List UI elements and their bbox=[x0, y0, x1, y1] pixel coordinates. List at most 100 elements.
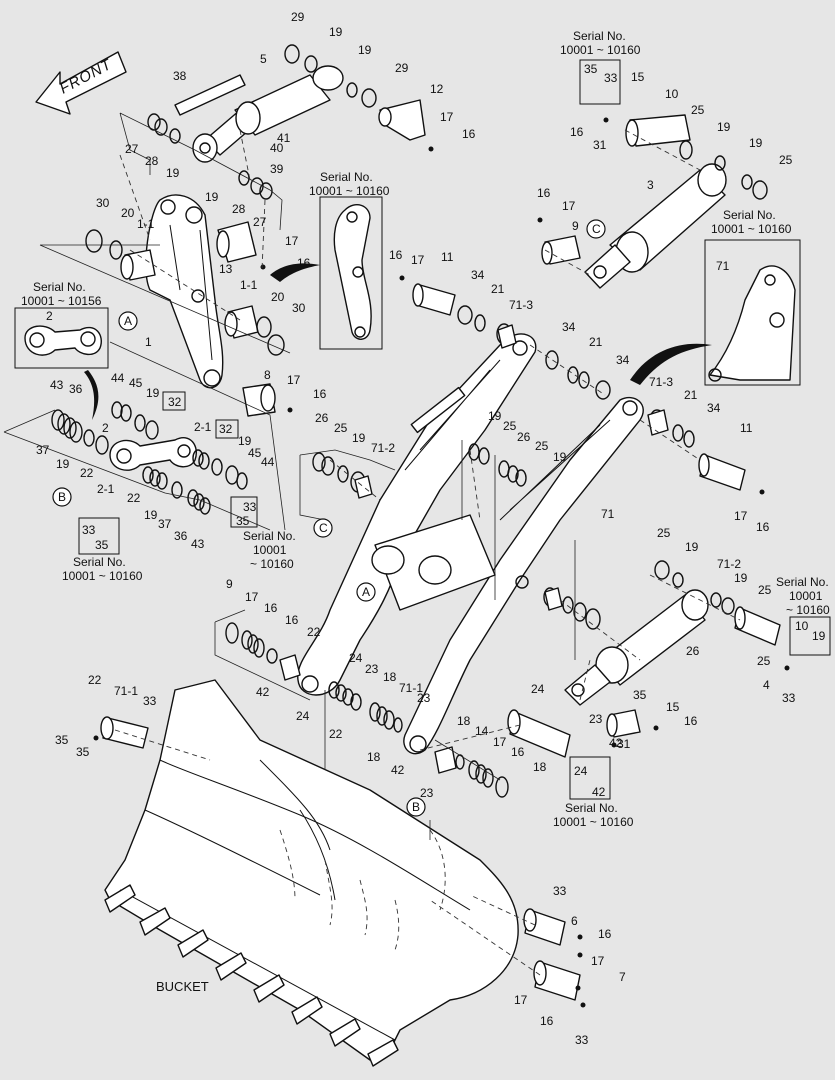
part-number-label: 26 bbox=[686, 644, 700, 658]
pin-9-top-part bbox=[541, 235, 581, 265]
bucket-label: BUCKET bbox=[156, 979, 209, 994]
part-number-label: 22 bbox=[88, 673, 102, 687]
part-number-label: 15 bbox=[631, 70, 645, 84]
bushing-lower-part bbox=[224, 305, 259, 339]
svg-text:A: A bbox=[124, 314, 132, 328]
part-number-label: 19 bbox=[685, 540, 699, 554]
part-number-label: 34 bbox=[471, 268, 485, 282]
part-number-label: 16 bbox=[511, 745, 525, 759]
part-number-label: 23 bbox=[365, 662, 379, 676]
part-number-label: 16 bbox=[285, 613, 299, 627]
lift-arm-part bbox=[297, 333, 644, 755]
part-number-label: 25 bbox=[757, 654, 771, 668]
part-number-label: 11 bbox=[740, 421, 753, 435]
part-number-label: 2 bbox=[102, 421, 109, 435]
part-number-label: 34 bbox=[707, 401, 721, 415]
part-number-label: 19 bbox=[488, 409, 502, 423]
bucket-teeth-part bbox=[104, 884, 399, 1067]
part-number-label: 33 bbox=[143, 694, 157, 708]
part-number-label: 30 bbox=[292, 301, 306, 315]
pin-12-part bbox=[378, 99, 426, 141]
part-number-label: 25 bbox=[691, 103, 705, 117]
part-number-label: 25 bbox=[758, 583, 772, 597]
part-number-label: 45 bbox=[248, 446, 262, 460]
part-number-label: 16 bbox=[684, 714, 698, 728]
part-number-label: 24 bbox=[296, 709, 310, 723]
part-number-label: 16 bbox=[297, 256, 311, 270]
part-number-label: 25 bbox=[334, 421, 348, 435]
part-number-label: 5 bbox=[260, 52, 267, 66]
link-detail-arc bbox=[84, 370, 99, 420]
part-number-label: 29 bbox=[291, 10, 305, 24]
part-number-label: 71-3 bbox=[509, 298, 533, 312]
bellcrank-part bbox=[145, 194, 224, 389]
part-number-label: 71-2 bbox=[717, 557, 741, 571]
part-number-label: 42 bbox=[609, 736, 623, 750]
part-number-label: 22 bbox=[127, 491, 141, 505]
serial-notes: Serial No. 10001 ~ 10160 Serial No. 1000… bbox=[21, 29, 830, 829]
part-number-label: 42 bbox=[256, 685, 270, 699]
part-number-label: 16 bbox=[570, 125, 584, 139]
detail-c-box bbox=[704, 239, 801, 386]
pin-9-lower-part bbox=[606, 709, 641, 738]
part-number-label: 32 bbox=[219, 422, 233, 436]
svg-text:C: C bbox=[592, 222, 601, 236]
part-number-label: 26 bbox=[315, 411, 329, 425]
part-number-label: 20 bbox=[271, 290, 285, 304]
part-number-label: 22 bbox=[329, 727, 343, 741]
part-number-label: 42 bbox=[391, 763, 405, 777]
svg-text:10001 ~ 10160: 10001 ~ 10160 bbox=[711, 222, 792, 236]
part-number-label: 16 bbox=[389, 248, 403, 262]
part-number-label: 3 bbox=[647, 178, 654, 192]
link-serial-box bbox=[14, 307, 109, 369]
lift-cylinder-right-part bbox=[584, 163, 727, 289]
link-2-part bbox=[109, 437, 197, 471]
part-number-label: 17 bbox=[562, 199, 576, 213]
callout-c-right: C bbox=[586, 219, 606, 239]
part-number-label: 10 bbox=[795, 619, 809, 633]
part-number-label: 36 bbox=[69, 382, 83, 396]
part-number-label: 16 bbox=[462, 127, 476, 141]
callout-a-upper: A bbox=[118, 311, 138, 331]
part-number-label: 33 bbox=[575, 1033, 589, 1047]
part-number-label: 37 bbox=[158, 517, 172, 531]
svg-text:Serial No.: Serial No. bbox=[776, 575, 829, 589]
detail-c-arc bbox=[630, 343, 712, 385]
part-number-label: 35 bbox=[584, 62, 598, 76]
svg-text:C: C bbox=[319, 521, 328, 535]
part-number-label: 16 bbox=[598, 927, 612, 941]
part-number-label: 71-3 bbox=[649, 375, 673, 389]
part-number-label: 29 bbox=[395, 61, 409, 75]
part-number-label: 17 bbox=[514, 993, 528, 1007]
bucket-part bbox=[104, 679, 519, 1067]
callout-b-bucket: B bbox=[406, 797, 426, 817]
part-number-label: 25 bbox=[657, 526, 671, 540]
part-number-label: 35 bbox=[236, 514, 250, 528]
svg-text:B: B bbox=[412, 800, 420, 814]
part-number-label: 17 bbox=[734, 509, 748, 523]
part-number-label: 2-1 bbox=[194, 420, 212, 434]
part-number-label: 19 bbox=[717, 120, 731, 134]
part-number-label: 1-1 bbox=[240, 278, 258, 292]
svg-text:A: A bbox=[362, 585, 370, 599]
pin-7-part bbox=[523, 908, 566, 946]
part-number-label: 25 bbox=[779, 153, 793, 167]
part-number-label: 44 bbox=[261, 455, 275, 469]
part-number-label: 24 bbox=[531, 682, 545, 696]
leader-lines bbox=[3, 112, 741, 976]
part-number-label: 2 bbox=[46, 309, 53, 323]
pin-11-upper-part bbox=[412, 283, 456, 316]
svg-text:10001: 10001 bbox=[789, 589, 823, 603]
part-number-label: 22 bbox=[80, 466, 94, 480]
part-number-label: 25 bbox=[503, 419, 517, 433]
part-number-label: 33 bbox=[553, 884, 567, 898]
part-number-label: 35 bbox=[633, 688, 647, 702]
part-number-label: 36 bbox=[174, 529, 188, 543]
svg-text:10001: 10001 bbox=[253, 543, 287, 557]
part-number-label: 43 bbox=[50, 378, 64, 392]
part-number-label: 30 bbox=[96, 196, 110, 210]
part-number-label: 18 bbox=[457, 714, 471, 728]
part-number-label: 1-1 bbox=[137, 217, 155, 231]
bushings bbox=[279, 324, 669, 774]
part-number-label: 71 bbox=[716, 259, 730, 273]
